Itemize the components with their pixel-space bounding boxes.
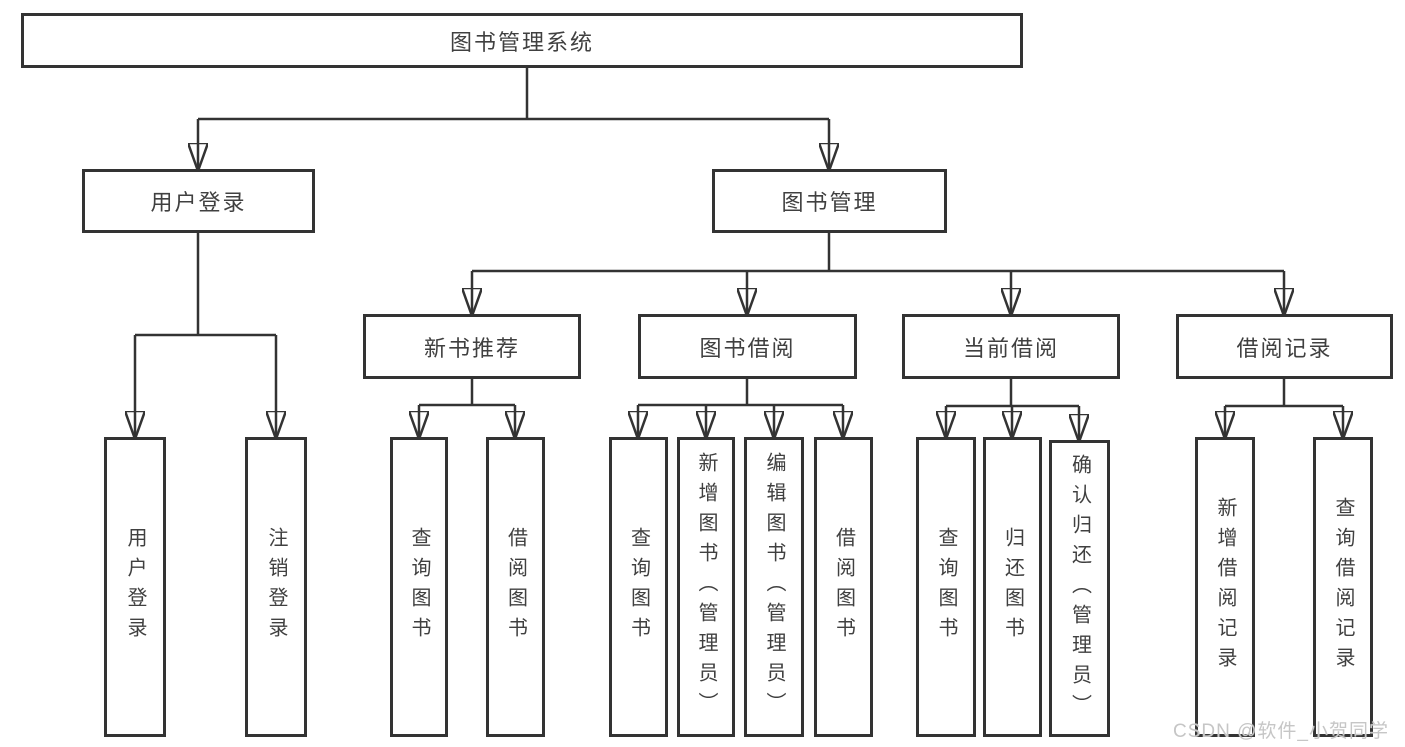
node-borrowing-records-label: 借阅记录 <box>1236 335 1333 361</box>
connector-bookmgmt-to-level3 <box>472 233 1284 314</box>
node-new-book-recommendation-label: 新书推荐 <box>423 335 520 361</box>
connector-root-to-level2 <box>198 68 829 169</box>
leaf-rec-borrow-book: 借阅图书 <box>486 437 545 737</box>
node-current-borrowing-label: 当前借阅 <box>962 335 1059 361</box>
connector-bookborrow-branch <box>638 379 843 437</box>
leaf-br-add-record-label: 新增借阅记录 <box>1214 497 1236 677</box>
leaf-cb-confirm-return-admin: 确认归还（管理员） <box>1049 440 1110 737</box>
leaf-logout-label: 注销登录 <box>265 527 287 647</box>
connector-borrowrecords-branch <box>1225 379 1343 437</box>
node-borrowing-records: 借阅记录 <box>1176 314 1393 379</box>
leaf-bb-query-book-label: 查询图书 <box>627 527 650 647</box>
leaf-bb-add-book-admin: 新增图书（管理员） <box>677 437 735 737</box>
leaf-bb-edit-book-admin-label: 编辑图书（管理员） <box>763 452 785 722</box>
connector-login-branch <box>135 233 276 437</box>
node-book-borrowing-label: 图书借阅 <box>699 335 796 361</box>
leaf-cb-confirm-return-admin-label: 确认归还（管理员） <box>1068 453 1091 724</box>
leaf-cb-query-book: 查询图书 <box>916 437 976 737</box>
node-user-login-group: 用户登录 <box>82 169 315 233</box>
leaf-rec-query-book-label: 查询图书 <box>408 527 430 647</box>
leaf-bb-query-book: 查询图书 <box>609 437 668 737</box>
leaf-user-login-label: 用户登录 <box>124 527 146 647</box>
connector-newbookrec-branch <box>419 379 515 437</box>
leaf-bb-borrow-book: 借阅图书 <box>814 437 873 737</box>
leaf-br-add-record: 新增借阅记录 <box>1195 437 1255 737</box>
leaf-rec-borrow-book-label: 借阅图书 <box>504 527 527 647</box>
csdn-watermark: CSDN @软件_小贺同学 <box>1173 721 1389 742</box>
leaf-user-login: 用户登录 <box>104 437 166 737</box>
leaf-br-query-record-label: 查询借阅记录 <box>1332 497 1354 677</box>
node-root-system-label: 图书管理系统 <box>449 29 594 55</box>
node-book-management-group: 图书管理 <box>712 169 947 233</box>
leaf-cb-return-book: 归还图书 <box>983 437 1042 737</box>
leaf-bb-edit-book-admin: 编辑图书（管理员） <box>744 437 804 737</box>
connector-currentborrow-branch <box>946 379 1079 440</box>
node-root-system: 图书管理系统 <box>21 13 1023 68</box>
leaf-br-query-record: 查询借阅记录 <box>1313 437 1373 737</box>
leaf-bb-add-book-admin-label: 新增图书（管理员） <box>695 452 717 722</box>
leaf-logout: 注销登录 <box>245 437 307 737</box>
leaf-bb-borrow-book-label: 借阅图书 <box>832 527 855 647</box>
leaf-rec-query-book: 查询图书 <box>390 437 448 737</box>
leaf-cb-return-book-label: 归还图书 <box>1001 527 1024 647</box>
node-current-borrowing: 当前借阅 <box>902 314 1120 379</box>
node-user-login-group-label: 用户登录 <box>150 190 247 215</box>
node-new-book-recommendation: 新书推荐 <box>363 314 581 379</box>
node-book-management-group-label: 图书管理 <box>781 190 878 215</box>
node-book-borrowing: 图书借阅 <box>638 314 857 379</box>
leaf-cb-query-book-label: 查询图书 <box>935 527 957 647</box>
